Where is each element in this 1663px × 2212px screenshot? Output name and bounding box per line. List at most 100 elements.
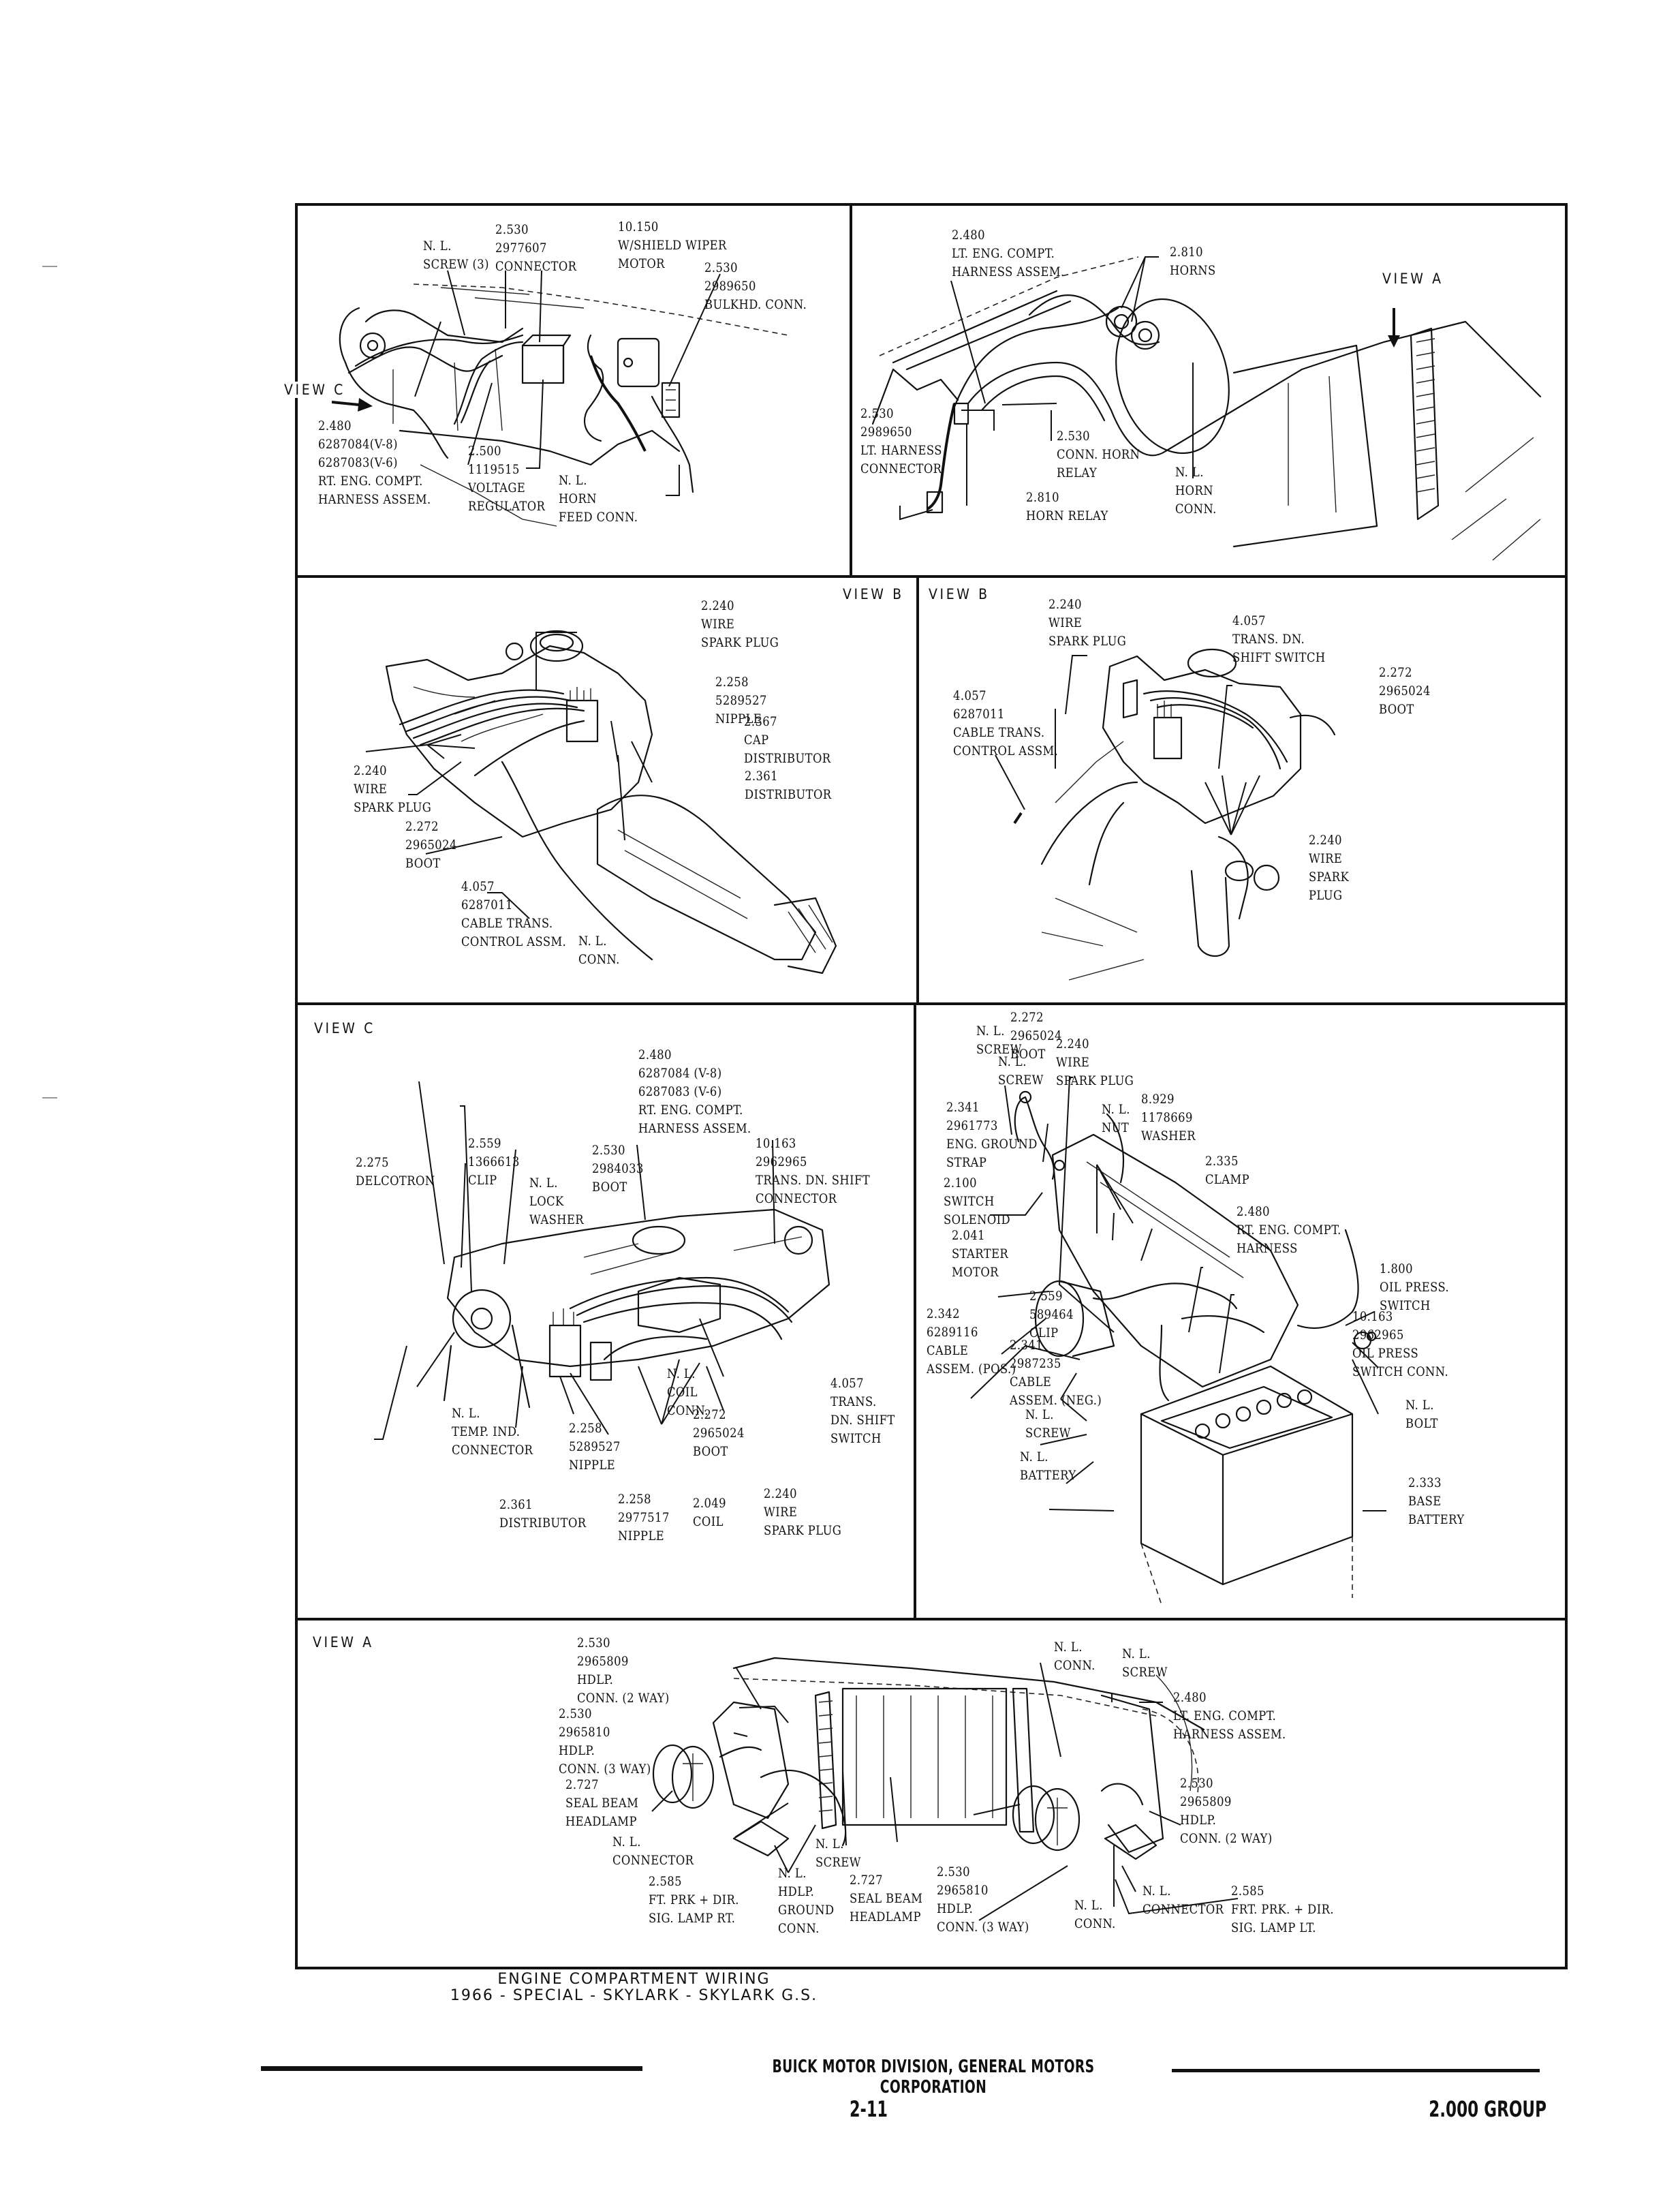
parking-lamps bbox=[732, 1820, 1157, 1860]
grid-divider bbox=[914, 1004, 916, 1619]
view-marker: VIEW A bbox=[1382, 271, 1444, 287]
oil-press-switch bbox=[1353, 1331, 1377, 1350]
front-end-illustration bbox=[651, 1657, 1239, 1921]
figure-caption-subtitle: 1966 - SPECIAL - SKYLARK - SKYLARK G.S. bbox=[450, 1987, 818, 2004]
battery-cables bbox=[1092, 1229, 1359, 1402]
callout-label: 4.057 6287011 CABLE TRANS. CONTROL ASSM. bbox=[953, 688, 1059, 758]
callout-label: N. L. NUT bbox=[1102, 1102, 1130, 1135]
page-number: 2-11 bbox=[849, 2096, 888, 2122]
callout-label: 2.258 2977517 NIPPLE bbox=[618, 1492, 670, 1543]
transmission bbox=[596, 795, 837, 974]
callout-label: 2.333 BASE BATTERY bbox=[1408, 1475, 1465, 1527]
radiator-support bbox=[712, 1657, 1205, 1854]
wiper-motor bbox=[584, 334, 660, 442]
callout-label: N. L. BOLT bbox=[1405, 1398, 1438, 1431]
callout-label: N. L. CONNECTOR bbox=[612, 1834, 694, 1868]
callout-label: 2.240 WIRE SPARK PLUG bbox=[764, 1486, 842, 1538]
footer-rule-left bbox=[261, 2066, 642, 2071]
panel-view-a: VIEW A 2.530 2965809 HDLP. CONN. (2 WAY)… bbox=[298, 1620, 1565, 1967]
callout-label: N. L. COIL CONN. bbox=[667, 1366, 709, 1418]
engine-top bbox=[446, 1208, 830, 1368]
panel-view-c: VIEW C 2.480 6287084 (V-8) 6287083 (V-6)… bbox=[298, 1005, 914, 1618]
callout-label: 2.361 DISTRIBUTOR bbox=[499, 1497, 587, 1531]
callout-label: 2.272 2965024 BOOT bbox=[1010, 1010, 1062, 1062]
spark-plug-wires bbox=[569, 1276, 793, 1361]
callout-label: 2.240 WIRE SPARK PLUG bbox=[354, 763, 432, 815]
callout-label: 2.258 5289527 NIPPLE bbox=[715, 675, 767, 726]
callout-label: N. L. SCREW bbox=[976, 1024, 1022, 1057]
callout-label: 2.530 2989650 LT. HARNESS CONNECTOR bbox=[860, 406, 942, 476]
panel-battery-starter: N. L. SCREW 2.272 2965024 BOOT 2.240 WIR… bbox=[916, 1005, 1565, 1618]
panel-horns: VIEW A 2.480 LT. ENG. COMPT. HARNESS ASS… bbox=[852, 206, 1565, 575]
callout-label: N. L. TEMP. IND. CONNECTOR bbox=[452, 1406, 533, 1458]
trans-cable bbox=[501, 761, 653, 961]
callout-label: 2.530 2989650 BULKHD. CONN. bbox=[704, 260, 807, 312]
leader-lines bbox=[995, 655, 1260, 835]
view-marker: VIEW C bbox=[284, 382, 348, 398]
callout-label: N. L. CONN. bbox=[1054, 1640, 1095, 1673]
callout-label: N. L. HORN CONN. bbox=[1175, 465, 1217, 517]
callout-label: 2.272 2965024 BOOT bbox=[693, 1407, 745, 1459]
callout-label: 2.361 DISTRIBUTOR bbox=[745, 769, 832, 802]
leader-lines bbox=[414, 270, 721, 496]
callout-label: 10.163 2962965 TRANS. DN. SHIFT CONNECTO… bbox=[756, 1136, 871, 1206]
view-title: VIEW B bbox=[929, 586, 990, 602]
footer-corporation: BUICK MOTOR DIVISION, GENERAL MOTORS COR… bbox=[772, 2057, 1095, 2098]
grid-divider bbox=[295, 1618, 1568, 1620]
delcotron bbox=[443, 1289, 531, 1409]
callout-label: 2.530 2965810 HDLP. CONN. (3 WAY) bbox=[559, 1706, 651, 1777]
callout-label: N. L. SCREW bbox=[1025, 1407, 1071, 1441]
grid-divider bbox=[295, 575, 1568, 578]
callout-label: N. L. HORN FEED CONN. bbox=[559, 473, 638, 525]
scan-mark bbox=[42, 266, 57, 267]
panel-bulkhead-right: VIEW C N. L. SCREW (3) 2.530 2977607 CON… bbox=[284, 206, 850, 575]
leader-lines bbox=[899, 256, 1194, 521]
callout-label: 2.335 CLAMP bbox=[1205, 1154, 1250, 1187]
grid-divider bbox=[916, 577, 919, 1004]
panel-engine-front: VIEW B 2.240 WIRE SPARK PLUG 4.057 TRANS… bbox=[919, 578, 1565, 1002]
callout-label: 2.275 DELCOTRON bbox=[356, 1155, 435, 1188]
leader-lines bbox=[651, 1662, 1239, 1921]
callout-label: 10.163 2962965 OIL PRESS SWITCH CONN. bbox=[1352, 1309, 1449, 1379]
callout-label: N. L. SCREW bbox=[815, 1837, 861, 1870]
callout-label: 2.530 2977607 CONNECTOR bbox=[495, 222, 577, 274]
grid-divider bbox=[850, 203, 852, 577]
headlamps-left bbox=[1012, 1785, 1081, 1852]
callout-label: N. L. SCREW (3) bbox=[423, 239, 489, 272]
headlamps-right bbox=[652, 1744, 715, 1809]
section-group: 2.000 GROUP bbox=[1429, 2096, 1547, 2122]
callout-label: 4.057 6287011 CABLE TRANS. CONTROL ASSM. bbox=[461, 879, 567, 949]
view-c-arrow bbox=[331, 401, 360, 406]
spark-plug-wires bbox=[1055, 690, 1288, 803]
engine-transmission-illustration bbox=[365, 630, 837, 974]
callout-label: 2.530 CONN. HORN RELAY bbox=[1057, 429, 1140, 480]
harness bbox=[926, 307, 1119, 514]
callout-label: N. L. SCREW bbox=[998, 1054, 1044, 1088]
view-c-illustration bbox=[374, 1081, 830, 1440]
callout-label: N. L. LOCK WASHER bbox=[529, 1176, 585, 1227]
callout-label: 4.057 TRANS. DN. SHIFT SWITCH bbox=[1232, 613, 1326, 665]
panel-engine-side: VIEW B 2.240 WIRE SPARK PLUG 2.258 52895… bbox=[298, 578, 916, 1002]
spark-plug-wires bbox=[399, 689, 585, 777]
callout-label: 2.272 2965024 BOOT bbox=[405, 819, 457, 871]
callout-label: 2.480 6287084 (V-8) 6287083 (V-6) RT. EN… bbox=[638, 1047, 751, 1136]
fender-outline bbox=[339, 283, 789, 527]
callout-label: 2.530 2965810 HDLP. CONN. (3 WAY) bbox=[937, 1864, 1029, 1935]
callout-label: 1.800 OIL PRESS. SWITCH bbox=[1380, 1261, 1450, 1313]
callout-label: 2.559 589464 CLIP bbox=[1029, 1289, 1074, 1340]
callout-label: 2.272 2965024 BOOT bbox=[1379, 665, 1431, 717]
bulkhead-illustration bbox=[331, 270, 789, 527]
callout-label: 2.480 6287084(V-8) 6287083(V-6) RT. ENG.… bbox=[318, 418, 431, 507]
battery-starter-illustration bbox=[970, 1077, 1386, 1606]
scan-mark bbox=[42, 1097, 57, 1099]
leader-lines bbox=[374, 1081, 775, 1440]
callout-label: 2.100 SWITCH SOLENOID bbox=[944, 1176, 1011, 1227]
callout-label: N. L. CONN. bbox=[578, 934, 620, 967]
callout-label: 2.341 2987235 CABLE ASSEM. (NEG.) bbox=[1010, 1338, 1102, 1408]
callout-label: 2.585 FT. PRK + DIR. SIG. LAMP RT. bbox=[649, 1874, 739, 1926]
footer-rule-right bbox=[1172, 2069, 1540, 2072]
figure-caption-title: ENGINE COMPARTMENT WIRING bbox=[497, 1971, 771, 1988]
leader-lines bbox=[365, 632, 653, 919]
engine-front-illustration bbox=[995, 648, 1336, 981]
